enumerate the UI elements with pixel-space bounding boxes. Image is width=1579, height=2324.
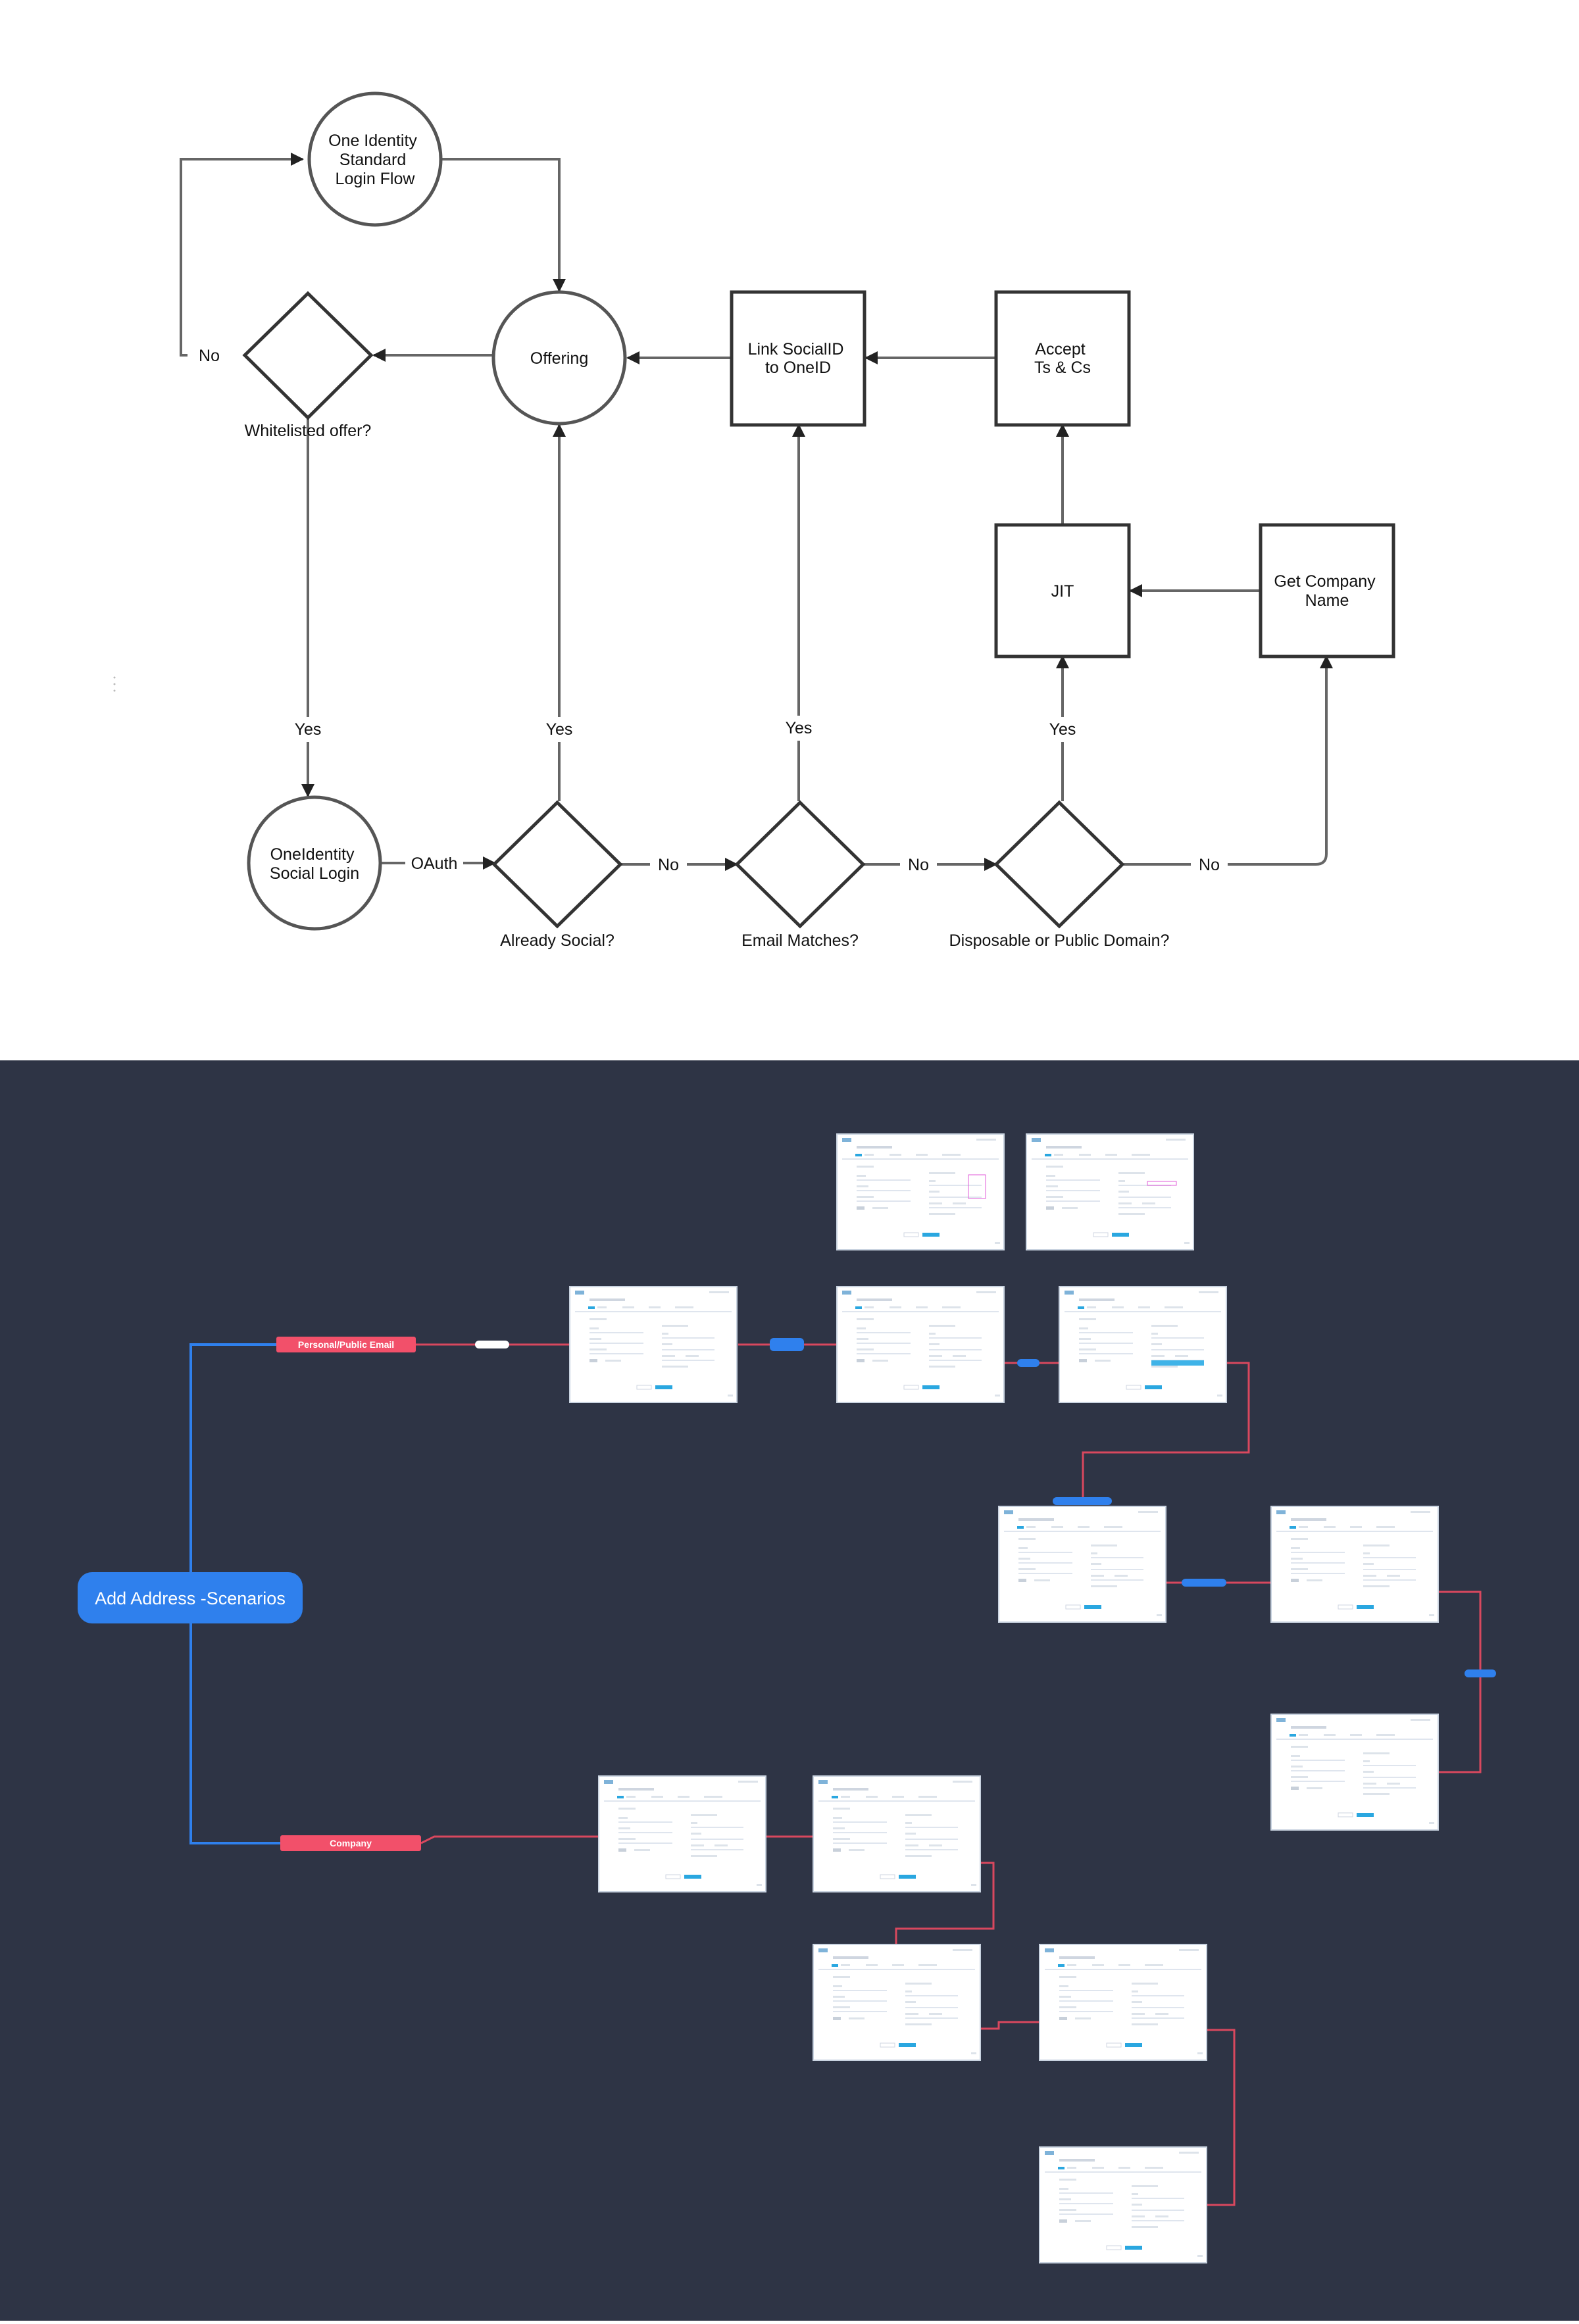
screen-thumbnails: [569, 1133, 1439, 2263]
node-label: Standard: [339, 151, 406, 169]
edge-label-no: No: [1199, 856, 1220, 874]
branch-label: Company: [330, 1838, 372, 1848]
screen-thumbnail[interactable]: [813, 1775, 981, 1892]
node-label: Accept: [1035, 340, 1085, 358]
decision-label: Email Matches?: [741, 931, 859, 950]
scenario-map: Add Address -Scenarios Personal/Public E…: [0, 1060, 1579, 2321]
scenarios-root-label: Add Address -Scenarios: [95, 1589, 286, 1608]
svg-text:OneIdentity Social L: OneIdentity Social Login: [270, 845, 359, 883]
node-label: Link SocialID: [748, 340, 844, 358]
connector-pill[interactable]: [1465, 1669, 1496, 1677]
node-label: OneIdentity: [270, 845, 355, 864]
branch-company[interactable]: Company: [280, 1835, 421, 1851]
node-jit[interactable]: JIT: [994, 523, 1131, 658]
decision-whitelisted[interactable]: Whitelisted offer?: [242, 291, 374, 440]
edge-labels: No Yes Yes Yes Yes OAuth No No No: [191, 343, 1228, 876]
screen-thumbnail[interactable]: [598, 1775, 766, 1892]
flow-edges: [180, 153, 1333, 871]
decision-email-matches[interactable]: Email Matches?: [734, 800, 866, 950]
node-label: JIT: [1051, 582, 1074, 601]
edge-label-no: No: [199, 347, 220, 365]
decision-label: Already Social?: [500, 931, 614, 950]
screen-thumbnail[interactable]: [998, 1506, 1166, 1623]
connector-pills: [475, 1338, 1496, 1677]
screen-thumbnail[interactable]: [1059, 1286, 1227, 1403]
screen-thumbnail[interactable]: [1270, 1714, 1439, 1831]
decision-label: Disposable or Public Domain?: [949, 931, 1170, 950]
screen-thumbnail[interactable]: [836, 1286, 1005, 1403]
screen-thumbnail[interactable]: [1039, 1944, 1207, 2061]
flowchart-svg: No Yes Yes Yes Yes OAuth No No No: [113, 91, 1395, 950]
svg-text:Get Company Name: Get Company Name: [1274, 572, 1380, 610]
root-connectors: [189, 1343, 280, 1844]
login-flowchart: No Yes Yes Yes Yes OAuth No No No: [0, 0, 1579, 1060]
drag-handle-dots: [113, 676, 116, 692]
node-offering[interactable]: Offering: [491, 290, 627, 426]
node-label: Social Login: [270, 864, 359, 883]
connector-pill[interactable]: [1017, 1359, 1040, 1367]
screen-thumbnail[interactable]: [1270, 1506, 1439, 1623]
decision-already-social[interactable]: Already Social?: [491, 800, 623, 950]
screen-thumbnail[interactable]: [569, 1286, 738, 1403]
node-label: Login Flow: [336, 170, 416, 188]
node-label: Name: [1305, 591, 1349, 610]
edge-label-yes: Yes: [1049, 720, 1076, 739]
node-link-social[interactable]: Link SocialID to OneID: [730, 290, 866, 427]
node-label: Ts & Cs: [1034, 358, 1091, 377]
screen-thumbnail[interactable]: [1026, 1133, 1194, 1250]
connector-pill[interactable]: [475, 1341, 509, 1348]
node-label: Get Company: [1274, 572, 1376, 591]
decision-disposable[interactable]: Disposable or Public Domain?: [949, 800, 1170, 950]
node-social-login[interactable]: OneIdentity Social Login: [247, 795, 382, 931]
screen-thumbnail[interactable]: [813, 1944, 981, 2061]
node-accept-ts[interactable]: Accept Ts & Cs: [994, 290, 1131, 427]
branch-personal-email[interactable]: Personal/Public Email: [276, 1337, 416, 1352]
screen-thumbnail[interactable]: [1039, 2146, 1207, 2263]
decision-label: Whitelisted offer?: [245, 422, 372, 440]
node-label: One Identity: [328, 132, 417, 150]
node-label: to OneID: [765, 358, 831, 377]
edge-no-to-standard-login: [180, 153, 304, 357]
svg-text:Accept Ts & Cs: Accept Ts & Cs: [1034, 340, 1091, 377]
edge-label-yes: Yes: [295, 720, 322, 739]
branch-label: Personal/Public Email: [298, 1339, 394, 1350]
svg-text:Link SocialID to One: Link SocialID to OneID: [748, 340, 849, 377]
edge-label-oauth: OAuth: [411, 854, 458, 873]
edge-label-no: No: [908, 856, 929, 874]
scenarios-root[interactable]: Add Address -Scenarios: [78, 1572, 303, 1623]
edge-standard-login-to-offering: [441, 158, 566, 292]
connector-pill[interactable]: [1053, 1497, 1112, 1505]
node-label: Offering: [530, 349, 588, 368]
edge-disposable-to-company: [1124, 655, 1333, 866]
connector-pill[interactable]: [1182, 1579, 1226, 1587]
scenario-svg: Add Address -Scenarios Personal/Public E…: [78, 1133, 1496, 2263]
connector-pill[interactable]: [770, 1338, 804, 1351]
edge-label-yes: Yes: [786, 719, 813, 737]
node-get-company[interactable]: Get Company Name: [1259, 523, 1395, 658]
edge-label-yes: Yes: [546, 720, 573, 739]
node-standard-login[interactable]: One Identity Standard Login Flow: [307, 91, 443, 227]
screen-thumbnail[interactable]: [836, 1133, 1005, 1250]
edge-label-no: No: [658, 856, 679, 874]
svg-text:One Identity Standar: One Identity Standard Login Flow: [328, 132, 422, 188]
